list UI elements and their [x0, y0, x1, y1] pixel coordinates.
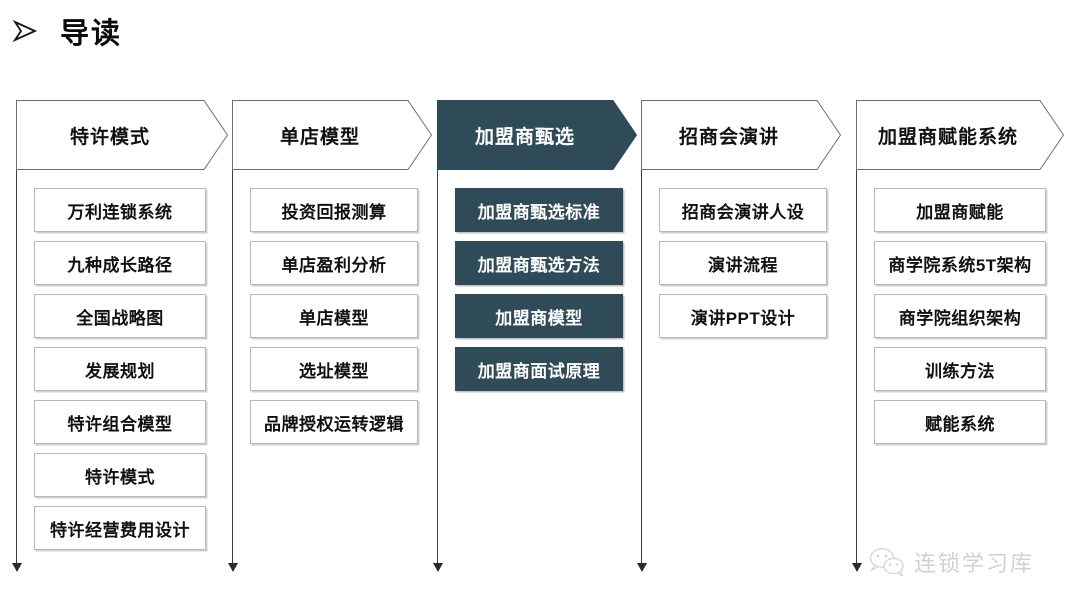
wechat-icon: [869, 548, 904, 577]
stage-item[interactable]: 全国战略图: [34, 294, 206, 338]
page-header: 导读: [0, 0, 122, 62]
stage-item[interactable]: 加盟商赋能: [874, 188, 1046, 232]
page-title: 导读: [60, 18, 123, 50]
stage-item[interactable]: 加盟商甄选标准: [455, 188, 623, 232]
arrow-bullet-icon: [12, 19, 38, 43]
column-connector-line: [641, 100, 642, 563]
stage-item-list-4: 招商会演讲人设演讲流程演讲PPT设计: [659, 188, 827, 347]
stage-item[interactable]: 加盟商甄选方法: [455, 241, 623, 285]
stage-header-2[interactable]: 单店模型: [232, 100, 432, 170]
column-connector-arrowhead: [637, 563, 647, 572]
stage-item[interactable]: 投资回报测算: [250, 188, 418, 232]
chevron-shape: [437, 100, 637, 170]
column-connector-arrowhead: [433, 563, 443, 572]
chevron-shape: [856, 100, 1064, 170]
stage-item-list-5: 加盟商赋能商学院系统5T架构商学院组织架构训练方法赋能系统: [874, 188, 1046, 453]
stage-item-list-3: 加盟商甄选标准加盟商甄选方法加盟商模型加盟商面试原理: [455, 188, 623, 400]
stage-item[interactable]: 加盟商模型: [455, 294, 623, 338]
stage-item-list-2: 投资回报测算单店盈利分析单店模型选址模型品牌授权运转逻辑: [250, 188, 418, 453]
column-connector-arrowhead: [852, 563, 862, 572]
stage-item[interactable]: 单店盈利分析: [250, 241, 418, 285]
column-connector-arrowhead: [12, 563, 22, 572]
stage-item[interactable]: 赋能系统: [874, 400, 1046, 444]
stage-header-4[interactable]: 招商会演讲: [641, 100, 841, 170]
stage-item[interactable]: 发展规划: [34, 347, 206, 391]
stage-item[interactable]: 演讲流程: [659, 241, 827, 285]
stage-item[interactable]: 商学院系统5T架构: [874, 241, 1046, 285]
stage-item[interactable]: 商学院组织架构: [874, 294, 1046, 338]
chevron-shape: [16, 100, 228, 170]
watermark: 连锁学习库: [868, 546, 1034, 578]
chevron-shape: [232, 100, 432, 170]
stage-item[interactable]: 特许经营费用设计: [34, 506, 206, 550]
column-connector-line: [232, 100, 233, 563]
stage-item[interactable]: 九种成长路径: [34, 241, 206, 285]
stage-item[interactable]: 招商会演讲人设: [659, 188, 827, 232]
column-connector-line: [437, 100, 438, 563]
stage-item[interactable]: 训练方法: [874, 347, 1046, 391]
chevron-shape: [641, 100, 841, 170]
stage-header-1[interactable]: 特许模式: [16, 100, 228, 170]
stage-item[interactable]: 演讲PPT设计: [659, 294, 827, 338]
stage-header-5[interactable]: 加盟商赋能系统: [856, 100, 1064, 170]
stage-item-list-1: 万利连锁系统九种成长路径全国战略图发展规划特许组合模型特许模式特许经营费用设计: [34, 188, 206, 559]
column-connector-arrowhead: [228, 563, 238, 572]
stage-item[interactable]: 单店模型: [250, 294, 418, 338]
stage-item[interactable]: 品牌授权运转逻辑: [250, 400, 418, 444]
column-connector-line: [856, 100, 857, 563]
stage-item[interactable]: 特许组合模型: [34, 400, 206, 444]
column-connector-line: [16, 100, 17, 563]
stage-item[interactable]: 万利连锁系统: [34, 188, 206, 232]
stage-item[interactable]: 加盟商面试原理: [455, 347, 623, 391]
watermark-text: 连锁学习库: [914, 552, 1035, 577]
stage-item[interactable]: 选址模型: [250, 347, 418, 391]
stage-item[interactable]: 特许模式: [34, 453, 206, 497]
stage-header-3[interactable]: 加盟商甄选: [437, 100, 637, 170]
